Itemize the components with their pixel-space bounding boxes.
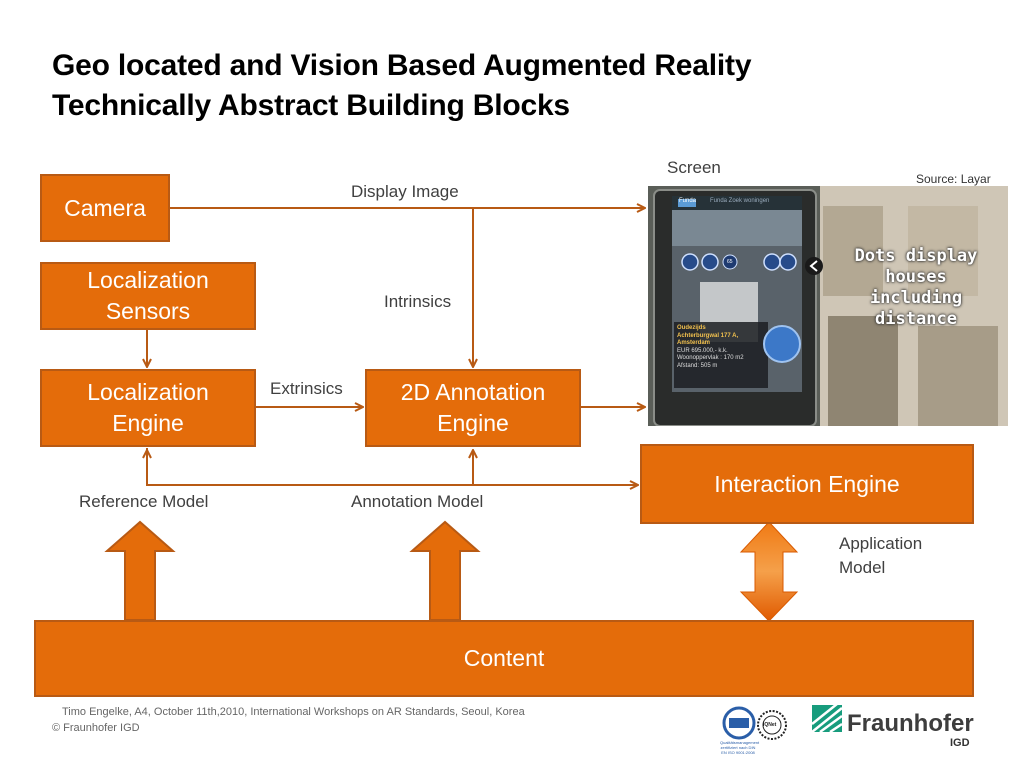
marker-distance-text: 65 — [727, 259, 733, 265]
fraunhofer-wordmark: Fraunhofer — [847, 710, 974, 737]
search-text: Funda Zoek woningen — [710, 198, 770, 204]
display-image-label: Display Image — [351, 182, 459, 201]
footer-citation: Timo Engelke, A4, October 11th,2010, Int… — [62, 706, 525, 718]
app-name-text: Funda — [679, 198, 697, 204]
listing-city: Amsterdam — [677, 340, 711, 346]
block-arrow-application-model — [739, 521, 799, 622]
listing-name: Oudezijds — [677, 325, 706, 331]
extrinsics-label: Extrinsics — [270, 379, 343, 398]
reference-model-label: Reference Model — [79, 492, 209, 511]
badge2-text: IQNet — [763, 722, 777, 728]
listing-area: Woonoppervlak : 170 m2 — [677, 355, 744, 361]
block-arrow-annotation-model — [409, 520, 481, 621]
slide-title: Geo located and Vision Based Augmented R… — [52, 46, 972, 126]
footer-copyright: © Fraunhofer IGD — [52, 722, 140, 734]
title-line-2: Technically Abstract Building Blocks — [52, 89, 570, 122]
arrow-interaction-bus — [146, 448, 638, 485]
title-line-1: Geo located and Vision Based Augmented R… — [52, 49, 752, 82]
camera-box: Camera — [40, 174, 170, 242]
listing-price: EUR 695.000,- k.k. — [677, 347, 728, 354]
listing-address: Achterburgwal 177 A, — [677, 332, 739, 339]
source-label: Source: Layar — [916, 172, 991, 186]
overlay-line-2: including distance — [869, 288, 963, 329]
fraunhofer-igd-label: IGD — [950, 737, 970, 749]
listing-distance: Afstand: 505 m — [677, 362, 718, 369]
localization-sensors-box: Localization Sensors — [40, 262, 256, 330]
interaction-engine-box: Interaction Engine — [640, 444, 974, 524]
layar-screenshot: Funda Funda Zoek woningen 65 Dots displa… — [648, 186, 1008, 426]
content-box: Content — [34, 620, 974, 697]
fraunhofer-logo-icon — [812, 705, 842, 732]
application-model-label: Application Model — [839, 534, 923, 577]
annotation-model-label: Annotation Model — [351, 492, 484, 511]
localization-engine-box: Localization Engine — [40, 369, 256, 447]
intrinsics-label: Intrinsics — [384, 292, 452, 311]
overlay-caption: Dots display houses including distance — [826, 246, 1006, 330]
block-arrow-reference-model — [104, 520, 176, 621]
listing-info: Oudezijds Achterburgwal 177 A, Amsterdam… — [677, 325, 769, 370]
certification-badges — [722, 706, 787, 740]
overlay-line-1: Dots display houses — [854, 246, 978, 287]
annotation-engine-box: 2D Annotation Engine — [365, 369, 581, 447]
screen-label: Screen — [667, 158, 721, 177]
layar-photo-art — [648, 186, 1008, 426]
badge-text: Qualitätsmanagement zertifiziert nach DI… — [720, 740, 760, 755]
